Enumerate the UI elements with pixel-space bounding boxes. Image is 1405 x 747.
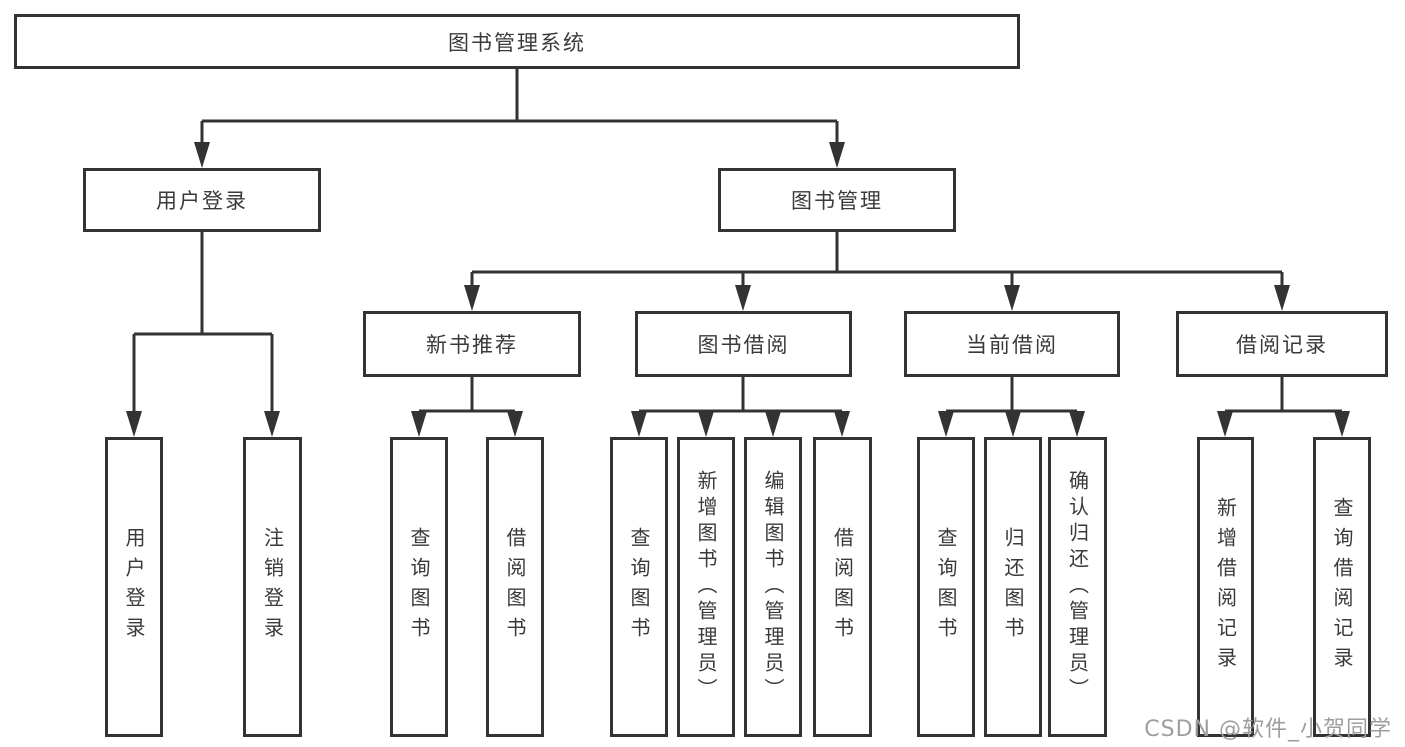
node-label: 图书管理系统	[448, 30, 586, 55]
connector-book-borrow-children	[639, 377, 842, 413]
connector-borrow-record-children	[1225, 377, 1342, 413]
node-label: 注销登录	[260, 527, 285, 647]
node-confirm-return-admin: 确认归还（管理员）	[1048, 437, 1107, 737]
node-label: 查询图书	[627, 527, 651, 647]
node-label: 图书借阅	[697, 333, 790, 357]
node-label: 用户登录	[156, 189, 248, 213]
node-label: 用户登录	[122, 527, 146, 647]
node-query-books-recommend: 查询图书	[390, 437, 448, 737]
arrow-down-icon	[464, 285, 480, 311]
connector-current-borrow-children	[946, 377, 1077, 413]
node-add-books-admin: 新增图书（管理员）	[677, 437, 735, 737]
node-user-login: 用户登录	[83, 168, 321, 232]
node-book-borrowing: 图书借阅	[635, 311, 852, 377]
node-query-books-current: 查询图书	[917, 437, 975, 737]
node-label: 归还图书	[1001, 527, 1025, 647]
node-new-book-recommendation: 新书推荐	[363, 311, 581, 377]
arrow-down-icon	[264, 411, 280, 437]
node-label: 查询图书	[407, 527, 431, 647]
node-add-borrow-record: 新增借阅记录	[1197, 437, 1254, 737]
arrow-down-icon	[735, 285, 751, 311]
node-label: 查询借阅记录	[1330, 497, 1354, 677]
node-label: 查询图书	[934, 527, 958, 647]
node-label: 借阅图书	[830, 527, 855, 647]
arrow-down-icon	[1005, 411, 1021, 437]
arrow-down-icon	[1274, 285, 1290, 311]
node-label: 当前借阅	[966, 333, 1058, 357]
node-label: 图书管理	[791, 189, 883, 213]
arrow-down-icon	[411, 411, 427, 437]
arrow-down-icon	[829, 142, 845, 168]
arrow-down-icon	[1004, 285, 1020, 311]
node-edit-books-admin: 编辑图书（管理员）	[744, 437, 802, 737]
csdn-watermark: CSDN @软件_小贺同学	[1144, 717, 1392, 742]
arrow-down-icon	[938, 411, 954, 437]
arrow-down-icon	[1069, 411, 1085, 437]
connector-root-to-level2	[200, 68, 839, 144]
connector-new-book-children	[419, 377, 515, 413]
node-label: 确认归还（管理员）	[1065, 470, 1090, 704]
arrow-down-icon	[1217, 411, 1233, 437]
arrow-down-icon	[507, 411, 523, 437]
connector-book-management-children	[470, 232, 1284, 288]
node-label: 新书推荐	[426, 333, 518, 357]
arrow-down-icon	[765, 411, 781, 437]
node-label: 借阅记录	[1236, 333, 1328, 357]
arrow-down-icon	[194, 142, 210, 168]
arrow-down-icon	[631, 411, 647, 437]
node-current-borrowing: 当前借阅	[904, 311, 1120, 377]
node-library-system: 图书管理系统	[14, 14, 1020, 69]
node-label: 新增图书（管理员）	[694, 470, 718, 704]
node-return-books: 归还图书	[984, 437, 1042, 737]
node-borrowing-records: 借阅记录	[1176, 311, 1388, 377]
node-label: 借阅图书	[503, 527, 527, 647]
node-query-books-borrow: 查询图书	[610, 437, 668, 737]
arrow-down-icon	[698, 411, 714, 437]
arrow-down-icon	[834, 411, 850, 437]
node-borrow-books-recommend: 借阅图书	[486, 437, 544, 737]
node-query-borrow-record: 查询借阅记录	[1313, 437, 1371, 737]
node-logout: 注销登录	[243, 437, 302, 737]
arrow-down-icon	[126, 411, 142, 437]
node-user-login-leaf: 用户登录	[105, 437, 163, 737]
arrow-down-icon	[1334, 411, 1350, 437]
arrowhead-group	[126, 142, 1350, 437]
node-label: 新增借阅记录	[1213, 497, 1238, 677]
connector-user-login-children	[132, 232, 274, 414]
node-borrow-books-leaf: 借阅图书	[813, 437, 872, 737]
node-book-management: 图书管理	[718, 168, 956, 232]
node-label: 编辑图书（管理员）	[761, 470, 785, 704]
